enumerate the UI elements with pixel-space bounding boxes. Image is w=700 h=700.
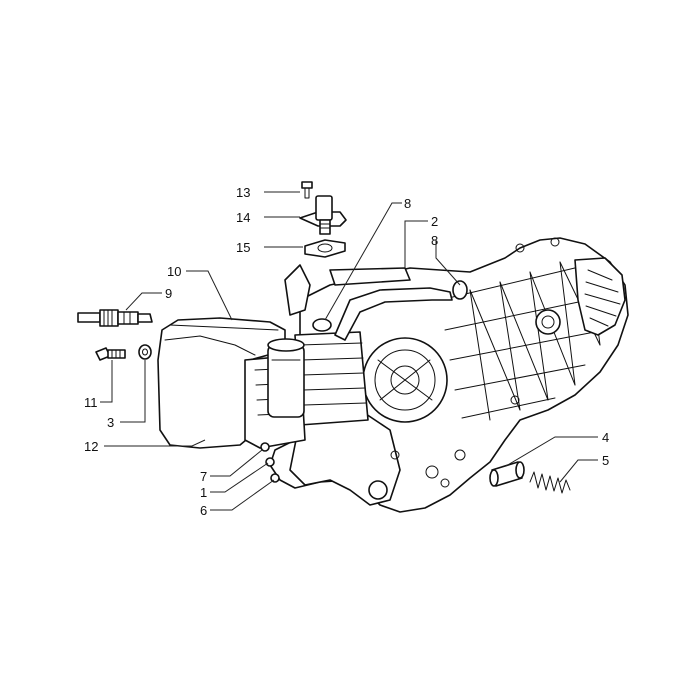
leader-7 <box>210 449 263 477</box>
callout-13: 13 <box>236 185 250 200</box>
callout-12: 12 <box>84 439 98 454</box>
callout-4: 4 <box>602 430 609 445</box>
leader-11 <box>100 360 113 403</box>
chain-tensioner <box>299 181 347 258</box>
callout-8-upper: 8 <box>404 196 411 211</box>
leader-lines <box>100 191 598 511</box>
bushing-and-spring <box>489 461 571 494</box>
callout-9: 9 <box>165 286 172 301</box>
callout-15: 15 <box>236 240 250 255</box>
callout-7: 7 <box>200 469 207 484</box>
callout-3: 3 <box>107 415 114 430</box>
callout-10: 10 <box>167 264 181 279</box>
callout-8-lower: 8 <box>431 233 438 248</box>
casing-ribs <box>439 261 613 421</box>
leader-1 <box>210 462 269 493</box>
leader-9 <box>125 292 162 311</box>
leader-2 <box>404 220 428 268</box>
spark-plug <box>77 309 153 327</box>
leader-8a <box>324 202 402 321</box>
callout-6: 6 <box>200 503 207 518</box>
leader-10 <box>186 270 233 321</box>
leader-6 <box>210 479 275 511</box>
callout-14: 14 <box>236 210 250 225</box>
callout-11: 11 <box>84 395 98 410</box>
head-bolts <box>260 442 280 483</box>
callout-1: 1 <box>200 485 207 500</box>
leader-5 <box>559 459 598 483</box>
banjo-bolt-and-washer <box>95 344 152 361</box>
callout-5: 5 <box>602 453 609 468</box>
callout-2: 2 <box>431 214 438 229</box>
leader-3 <box>120 360 146 423</box>
leader-8b <box>435 241 461 286</box>
oil-filter-cartridge <box>267 338 305 418</box>
callout-numbers: 13 14 15 8 2 8 10 9 11 3 12 7 1 6 4 5 <box>84 185 609 518</box>
crankcase-assembly <box>269 237 629 513</box>
leader-4 <box>505 436 598 467</box>
leader-12 <box>104 439 206 447</box>
